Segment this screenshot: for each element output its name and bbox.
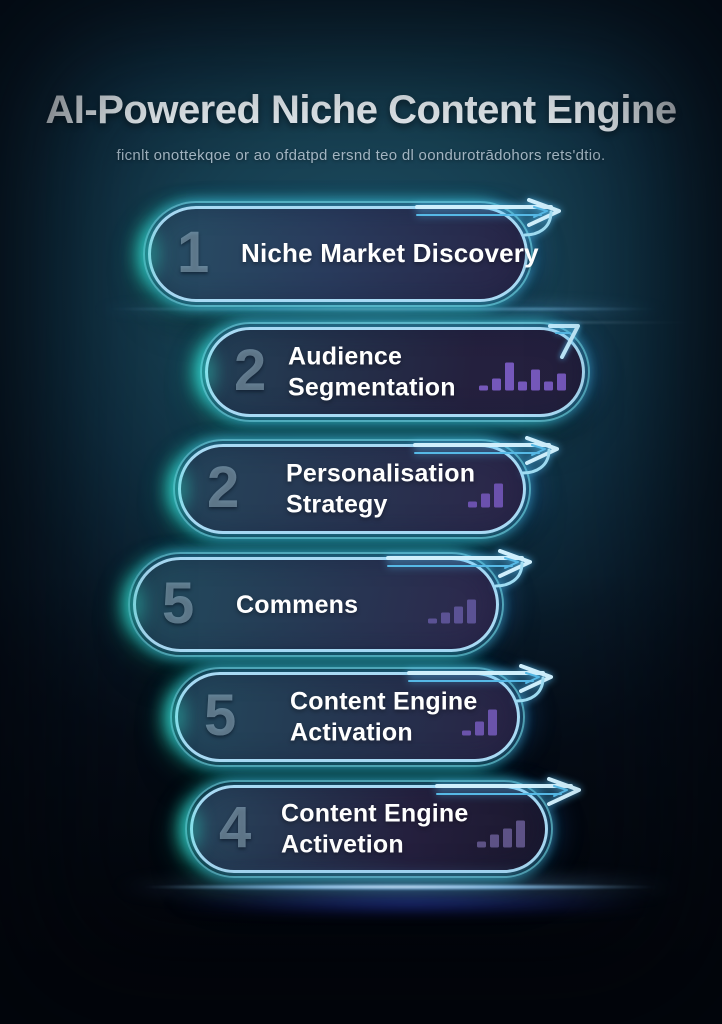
bar-chart-icon (428, 591, 476, 624)
step-capsule-4: 5 Commens (118, 549, 532, 657)
step-number: 5 (204, 683, 237, 749)
bar-chart-icon (462, 704, 497, 736)
step-label: Audience Segmentation (288, 342, 456, 402)
step-label: Content Engine Activation (290, 687, 478, 747)
step-capsule-3: 2 Personalisation Strategy (163, 436, 559, 539)
step-label: Commens (236, 590, 359, 619)
step-number: 5 (162, 570, 195, 636)
step-label: Personalisation Strategy (286, 459, 476, 519)
bar-chart-icon (479, 359, 566, 391)
step-number: 1 (177, 220, 210, 286)
capsule-left-glow (163, 455, 195, 523)
capsule-left-glow (175, 796, 207, 862)
capsule-left-glow (133, 218, 165, 290)
page-title: AI-Powered Niche Content Engine (45, 88, 677, 132)
light-streak (140, 884, 660, 890)
step-number: 4 (219, 795, 252, 861)
capsule-left-glow (190, 338, 222, 406)
step-label: Niche Market Discovery (241, 238, 539, 269)
bar-chart-icon (468, 476, 503, 508)
step-capsule-2: 2 Audience Segmentation (190, 322, 590, 422)
bar-chart-icon (477, 816, 525, 848)
capsule-left-glow (118, 568, 150, 641)
light-streak-glow (110, 872, 690, 902)
light-streak-faint (200, 321, 700, 324)
step-number: 2 (207, 455, 240, 521)
step-capsule-5: 5 Content Engine Activation (160, 664, 553, 767)
step-label: Content Engine Activetion (281, 799, 469, 859)
step-number: 2 (234, 338, 267, 404)
step-capsule-1: 1 Niche Market Discovery (133, 198, 561, 307)
capsule-left-glow (160, 683, 192, 751)
arrow-right-icon (415, 198, 561, 237)
arrow-right-icon (386, 549, 532, 588)
step-capsule-6: 4 Content Engine Activetion (175, 777, 581, 878)
light-streak (105, 307, 660, 311)
light-streak-glow (90, 299, 670, 319)
light-streak-blue (160, 896, 660, 912)
page-subtitle: ficnlt onottekqoe or ao ofdatpd ersnd te… (116, 147, 606, 164)
